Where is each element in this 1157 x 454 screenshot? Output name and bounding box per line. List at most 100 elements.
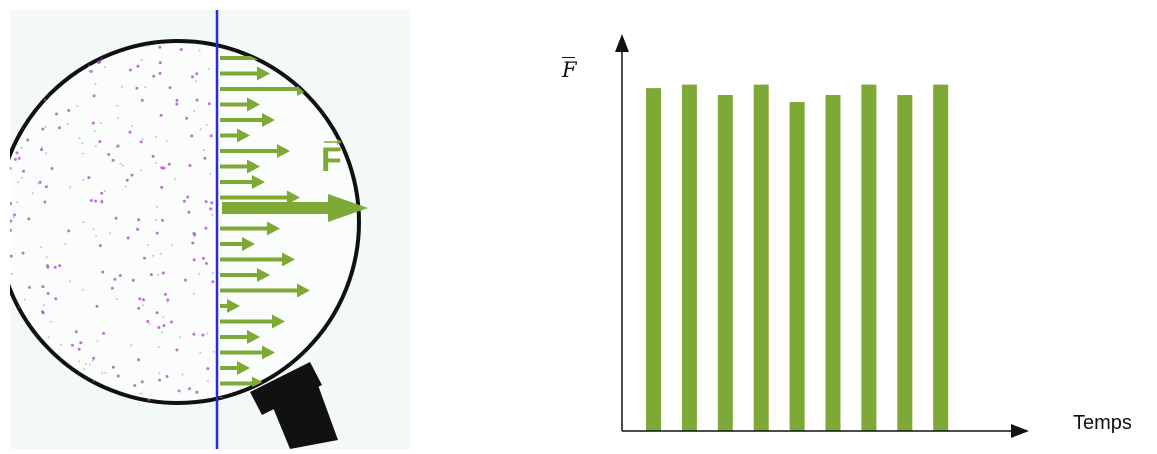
particle xyxy=(16,201,18,203)
particle xyxy=(107,153,110,156)
force-label: F xyxy=(321,141,342,180)
particle xyxy=(10,114,11,117)
particle xyxy=(26,139,29,142)
particle xyxy=(92,122,95,125)
particle xyxy=(69,281,71,283)
particle xyxy=(188,164,191,167)
particle xyxy=(87,176,90,179)
particle xyxy=(204,227,207,230)
particle xyxy=(78,348,81,351)
particle xyxy=(152,75,155,78)
particle xyxy=(95,83,97,85)
particle xyxy=(170,321,173,324)
force-arrowhead xyxy=(292,51,305,65)
particle xyxy=(158,46,161,49)
particle xyxy=(210,134,213,137)
particle xyxy=(178,389,181,392)
particle xyxy=(125,186,127,188)
particle xyxy=(93,228,95,230)
particle xyxy=(85,363,87,365)
particle xyxy=(95,235,97,237)
particle xyxy=(146,45,148,47)
particle xyxy=(67,109,70,112)
particle xyxy=(158,346,160,348)
particle xyxy=(162,316,164,318)
particle xyxy=(100,200,103,203)
particle xyxy=(81,142,83,144)
particle xyxy=(65,243,67,245)
particle xyxy=(187,211,190,214)
particle xyxy=(175,99,178,102)
particle xyxy=(32,192,34,194)
particle xyxy=(175,103,178,106)
particle xyxy=(92,360,94,362)
particle xyxy=(136,228,139,231)
particle xyxy=(159,72,162,75)
particle xyxy=(83,221,85,223)
particle xyxy=(155,162,157,164)
particle xyxy=(160,114,163,117)
particle xyxy=(188,387,191,390)
particle xyxy=(46,256,48,258)
particle xyxy=(205,200,208,203)
particle xyxy=(147,244,149,246)
particle xyxy=(122,165,124,167)
particle xyxy=(94,200,97,203)
particle xyxy=(196,99,199,102)
particle xyxy=(11,307,14,310)
particle xyxy=(27,38,29,40)
particle xyxy=(99,244,102,247)
particle xyxy=(43,201,46,204)
particle xyxy=(45,126,47,128)
particle xyxy=(94,130,96,132)
particle xyxy=(186,196,189,199)
particle xyxy=(11,325,13,327)
particle xyxy=(117,375,120,378)
particle xyxy=(209,207,212,210)
particle xyxy=(45,185,48,188)
particle xyxy=(164,293,167,296)
particle xyxy=(180,48,183,51)
particle xyxy=(120,163,122,165)
particle xyxy=(14,158,17,161)
particle xyxy=(103,402,106,405)
particle xyxy=(126,179,129,182)
particle xyxy=(79,137,81,139)
particle xyxy=(161,219,164,222)
particle xyxy=(11,360,14,363)
particle xyxy=(193,293,195,295)
particle xyxy=(199,50,201,52)
particle xyxy=(22,252,25,255)
particle xyxy=(51,167,54,170)
particle xyxy=(179,336,181,338)
particle xyxy=(41,128,44,131)
particle xyxy=(70,66,72,68)
particle xyxy=(148,323,150,325)
particle xyxy=(58,126,61,129)
particle xyxy=(78,361,80,363)
particle xyxy=(71,68,74,71)
bar-3 xyxy=(718,95,733,431)
particle xyxy=(117,145,120,148)
particle xyxy=(71,344,74,347)
particle xyxy=(15,130,18,133)
particle xyxy=(52,37,55,40)
particle xyxy=(137,307,140,310)
particle xyxy=(92,357,95,360)
particle xyxy=(206,367,209,370)
magnifier-svg xyxy=(10,10,410,449)
particle xyxy=(166,140,168,142)
particle xyxy=(141,380,144,383)
particle xyxy=(142,298,145,301)
particle xyxy=(85,389,87,391)
particle xyxy=(17,181,19,183)
chart-svg xyxy=(560,20,1157,449)
particle xyxy=(103,41,106,44)
particle xyxy=(137,218,140,221)
particle xyxy=(16,370,18,372)
particle xyxy=(142,304,144,306)
particle xyxy=(131,125,133,127)
particle xyxy=(183,200,186,203)
particle xyxy=(195,80,197,82)
particle xyxy=(111,287,114,290)
